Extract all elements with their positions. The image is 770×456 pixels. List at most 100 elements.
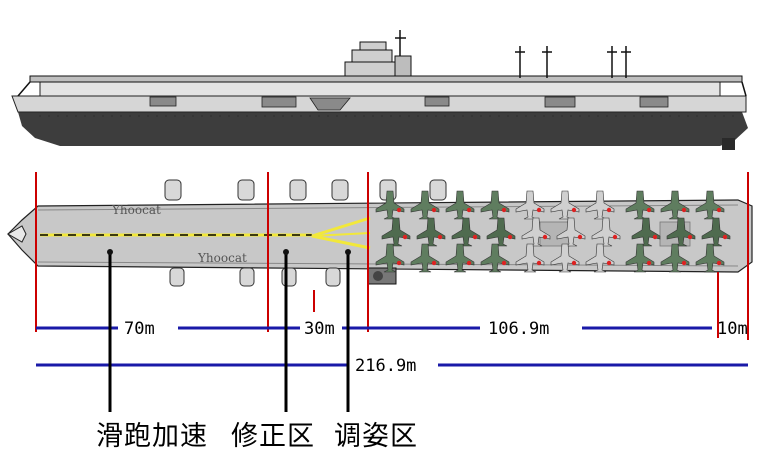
porthole [336, 115, 338, 117]
porthole [534, 115, 536, 117]
porthole [444, 115, 446, 117]
porthole [363, 115, 365, 117]
porthole [228, 115, 230, 117]
zone-dots [107, 249, 351, 255]
hull-openings [149, 96, 669, 111]
zone-label-attitude: 调姿区 [334, 421, 418, 452]
porthole [372, 115, 374, 117]
porthole [354, 115, 356, 117]
porthole [120, 115, 122, 117]
porthole [111, 115, 113, 117]
porthole [624, 115, 626, 117]
gun-sponson [239, 267, 255, 287]
zone-pointers [108, 252, 350, 412]
aircraft [631, 217, 661, 247]
aircraft [666, 217, 696, 247]
porthole [498, 115, 500, 117]
porthole [138, 115, 140, 117]
porthole [381, 115, 383, 117]
aircraft [695, 243, 725, 273]
porthole [246, 115, 248, 117]
porthole [147, 115, 149, 117]
porthole [237, 115, 239, 117]
aircraft [515, 243, 545, 273]
porthole [732, 115, 734, 117]
porthole [453, 115, 455, 117]
aircraft [550, 243, 580, 273]
porthole [705, 115, 707, 117]
porthole [525, 115, 527, 117]
porthole [489, 115, 491, 117]
portholes [39, 115, 734, 117]
porthole [84, 115, 86, 117]
aircraft [480, 243, 510, 273]
total-length-label: 216.9m [355, 356, 416, 376]
porthole [318, 115, 320, 117]
porthole [633, 115, 635, 117]
side-profile [11, 30, 748, 150]
porthole [156, 115, 158, 117]
porthole [264, 115, 266, 117]
segment-label-106m: 106.9m [488, 319, 549, 339]
porthole [210, 115, 212, 117]
porthole [669, 115, 671, 117]
porthole [192, 115, 194, 117]
porthole [165, 115, 167, 117]
porthole [129, 115, 131, 117]
porthole [552, 115, 554, 117]
porthole [462, 115, 464, 117]
porthole [300, 115, 302, 117]
masts [395, 30, 631, 78]
aircraft [556, 217, 586, 247]
flight-deck-edge [29, 75, 743, 83]
aircraft [625, 243, 655, 273]
porthole [417, 115, 419, 117]
porthole [183, 115, 185, 117]
porthole [408, 115, 410, 117]
porthole [39, 115, 41, 117]
zone-label-correction: 修正区 [231, 421, 315, 452]
porthole [273, 115, 275, 117]
porthole [561, 115, 563, 117]
porthole [615, 115, 617, 117]
porthole [174, 115, 176, 117]
gun-sponson [169, 267, 185, 287]
segment-label-10m: 10m [717, 319, 748, 339]
aircraft [381, 217, 411, 247]
porthole [606, 115, 608, 117]
porthole [687, 115, 689, 117]
gun-sponson [237, 179, 255, 201]
dimensions: 70m 30m 106.9m 10m 216.9m [36, 319, 748, 376]
porthole [597, 115, 599, 117]
porthole [345, 115, 347, 117]
parked-aircraft [375, 190, 731, 273]
porthole [66, 115, 68, 117]
gun-sponson [325, 267, 341, 287]
porthole [93, 115, 95, 117]
porthole [57, 115, 59, 117]
gun-sponson [429, 179, 447, 201]
porthole [435, 115, 437, 117]
watermark-bottom: Yhoocat [197, 251, 247, 265]
gun-sponson [289, 179, 307, 201]
gallery-deck [39, 81, 721, 97]
porthole [516, 115, 518, 117]
island-superstructure [344, 41, 412, 77]
porthole [660, 115, 662, 117]
aircraft [660, 243, 690, 273]
guide-lines [40, 216, 371, 250]
aircraft [701, 217, 731, 247]
zone-label-takeoff-run: 滑跑加速 [96, 421, 208, 452]
watermark-top: Yhoocat [111, 203, 161, 217]
porthole [723, 115, 725, 117]
porthole [714, 115, 716, 117]
aircraft [521, 217, 551, 247]
porthole [399, 115, 401, 117]
porthole [426, 115, 428, 117]
deck-plan: Yhoocat Yhoocat [6, 179, 753, 287]
porthole [651, 115, 653, 117]
porthole [696, 115, 698, 117]
porthole [255, 115, 257, 117]
aircraft [416, 217, 446, 247]
